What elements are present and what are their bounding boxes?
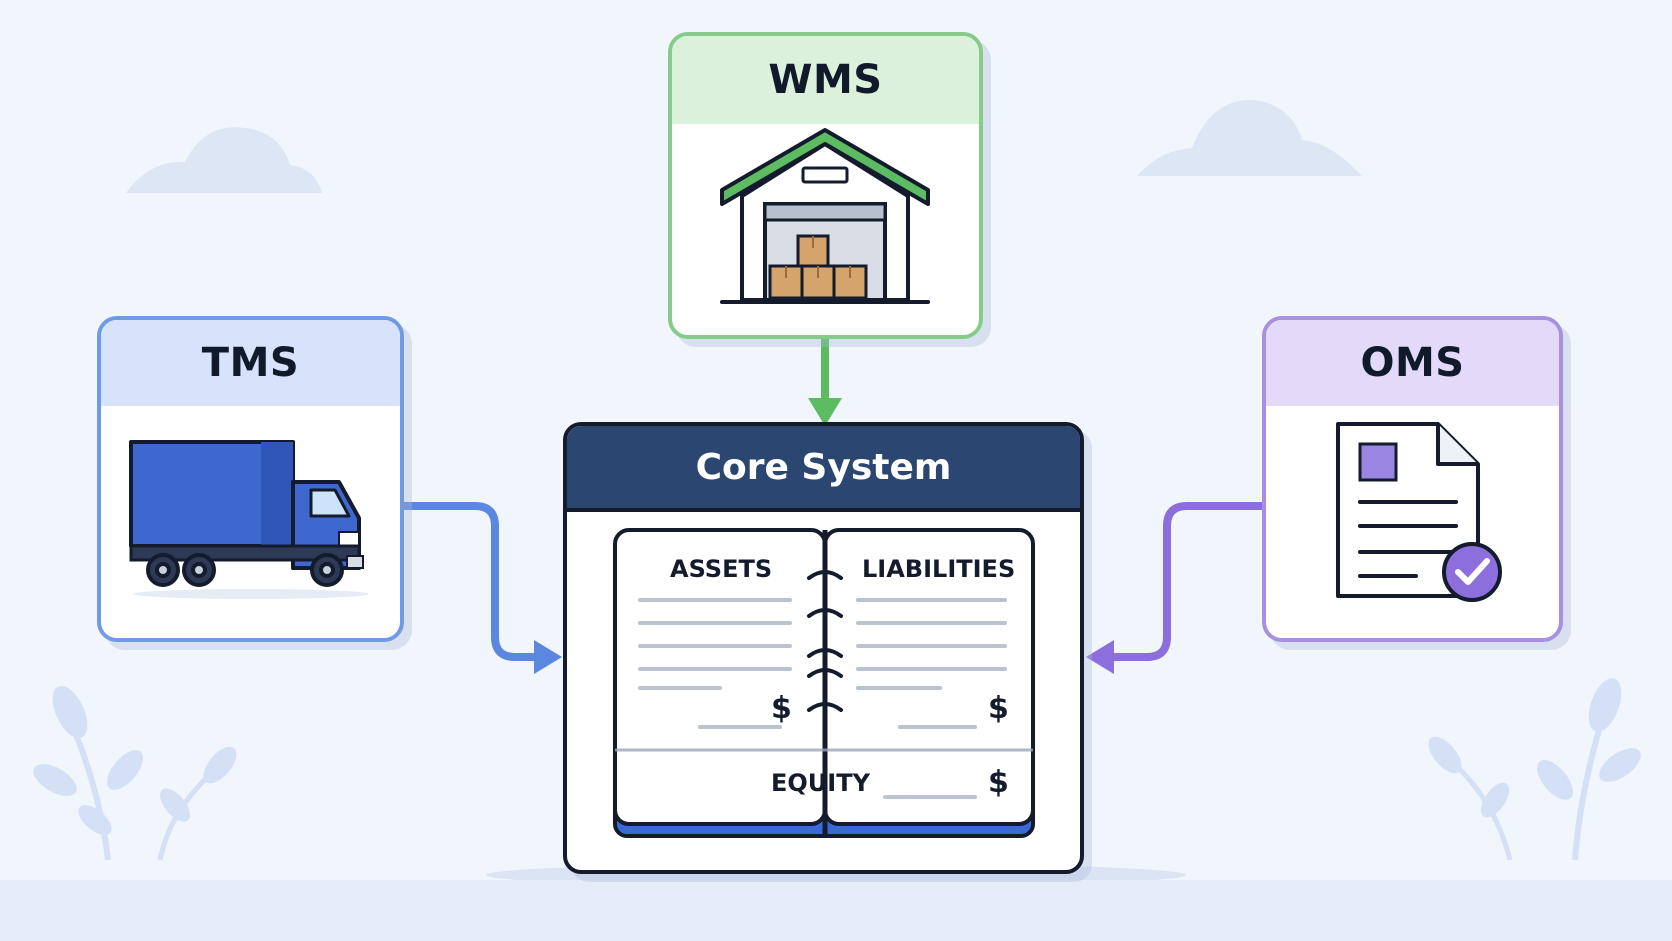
oms-to-core-connector: [1096, 502, 1266, 661]
liabilities-dollar-sign: $: [988, 691, 1009, 726]
core-system-title: Core System: [567, 426, 1080, 512]
assets-dollar-sign: $: [771, 691, 792, 726]
assets-label: ASSETS: [670, 555, 773, 583]
wms-card: WMS: [668, 32, 983, 339]
liabilities-label: LIABILITIES: [862, 555, 1016, 583]
ground-strip: [0, 880, 1672, 941]
equity-label: EQUITY: [771, 769, 870, 797]
wms-title: WMS: [672, 36, 979, 124]
order-document-icon: [1336, 422, 1502, 602]
tms-card: TMS: [97, 316, 404, 642]
tms-arrowhead: [534, 640, 562, 674]
oms-card: OMS: [1262, 316, 1563, 642]
plant-left: [33, 685, 237, 861]
cloud-left: [126, 127, 322, 193]
oms-title: OMS: [1266, 320, 1559, 406]
cloud-right: [1137, 99, 1362, 176]
wms-arrowhead: [808, 398, 842, 426]
plant-right: [1428, 678, 1641, 861]
equity-dollar-sign: $: [988, 765, 1009, 800]
oms-arrowhead: [1086, 640, 1114, 674]
tms-title: TMS: [101, 320, 400, 406]
truck-icon: [129, 440, 369, 599]
warehouse-icon: [720, 128, 930, 304]
tms-to-core-connector: [400, 502, 554, 661]
